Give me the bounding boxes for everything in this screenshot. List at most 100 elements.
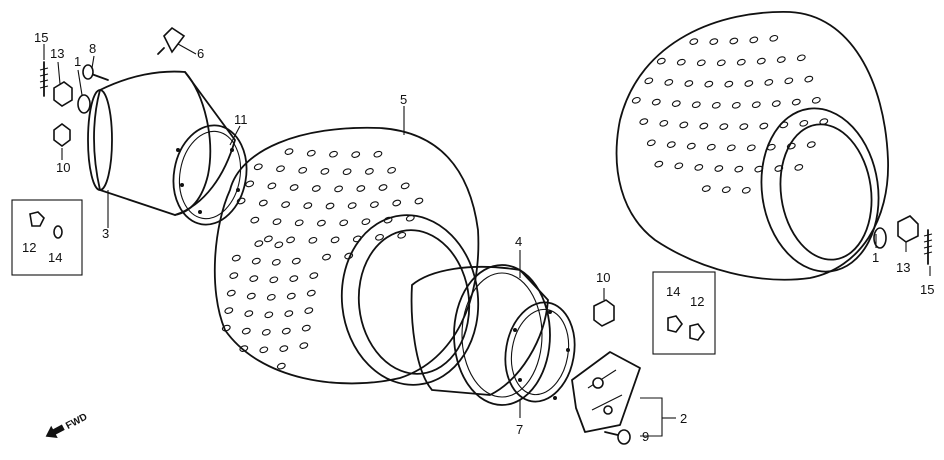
tread-knob (276, 165, 285, 173)
tread-knob (334, 185, 344, 193)
tread-knob (281, 327, 291, 335)
tread-knob (414, 197, 424, 205)
tread-knob (221, 324, 231, 332)
tread-knob (330, 236, 340, 244)
tread-knob (706, 143, 716, 151)
callout-11: 11 (234, 112, 248, 127)
tread-knob (701, 185, 711, 192)
tread-knob (714, 165, 724, 172)
axle-hub-part-3 (87, 70, 236, 216)
callout-8: 8 (89, 41, 96, 56)
tread-knob (306, 289, 316, 297)
tread-knob (656, 57, 666, 65)
tread-knob (674, 162, 684, 170)
tread-knob (309, 272, 319, 279)
tread-knob (731, 101, 741, 109)
arrow-left-icon (45, 424, 65, 439)
tread-knob (306, 149, 316, 157)
tread-knob (726, 144, 736, 152)
tread-knob (347, 202, 357, 209)
tread-knob (246, 292, 256, 300)
tread-knob (352, 235, 362, 243)
tread-knob (361, 218, 371, 226)
washer-part-1-right (873, 227, 887, 249)
tread-knob (721, 186, 731, 194)
tread-knob (676, 58, 686, 66)
tread-knob (746, 144, 756, 152)
tread-knob (811, 96, 821, 104)
tread-knob (289, 184, 299, 191)
tread-knob (383, 216, 393, 224)
valve-part-8 (82, 64, 109, 81)
nut-part-10-right (593, 299, 615, 327)
callout-2: 2 (680, 411, 687, 426)
callout-9: 9 (642, 429, 649, 444)
tread-knob (266, 293, 276, 301)
forward-direction-marker: FWD (45, 412, 89, 439)
tread-knob (704, 80, 714, 88)
tire-tread-pattern-right (631, 34, 829, 194)
tread-knob (691, 101, 701, 109)
callout-12-right: 12 (690, 294, 704, 309)
tread-knob (716, 59, 726, 67)
bolt-part-9 (604, 429, 631, 445)
tread-knob (774, 165, 784, 172)
tread-knob (244, 310, 254, 317)
tread-knob (254, 240, 264, 247)
callout-10-right: 10 (596, 270, 610, 285)
assembled-tire-right (615, 11, 889, 281)
tread-knob (258, 199, 268, 207)
callout-1-right: 1 (872, 250, 879, 265)
tread-knob (776, 56, 786, 63)
tread-knob (796, 54, 806, 62)
tread-knob (259, 346, 269, 354)
tread-knob (749, 36, 759, 44)
tread-knob (651, 98, 661, 106)
tread-knob (351, 151, 361, 158)
cap-nut-part-13-left (53, 81, 73, 107)
tread-knob (253, 163, 263, 171)
tread-knob (264, 311, 274, 319)
tread-knob (271, 258, 281, 266)
callout-13-left: 13 (50, 46, 64, 61)
tread-knob (276, 362, 286, 370)
tread-knob (736, 58, 746, 66)
callout-6: 6 (197, 46, 204, 61)
tread-knob (729, 37, 739, 45)
tread-knob (646, 139, 656, 147)
tread-knob (245, 180, 255, 188)
tread-knob (284, 310, 294, 317)
tread-knob (759, 122, 769, 130)
stud-part-15-left (39, 61, 49, 97)
tread-knob (779, 121, 789, 129)
tread-knob (284, 148, 294, 155)
tread-knob (339, 219, 349, 227)
tread-knob (294, 219, 304, 227)
tread-knob (375, 233, 384, 241)
tread-knob (250, 216, 260, 224)
cap-nut-part-13-right (897, 215, 919, 243)
tread-knob (342, 168, 352, 176)
tread-knob (397, 231, 407, 239)
tread-knob (378, 184, 388, 191)
tread-knob (274, 241, 284, 249)
callout-5: 5 (400, 92, 407, 107)
callout-15-right: 15 (920, 282, 934, 297)
callout-10-left: 10 (56, 160, 70, 175)
tread-knob (734, 165, 744, 173)
tread-knob (299, 342, 309, 349)
tread-knob (744, 80, 754, 87)
callout-4: 4 (515, 234, 522, 249)
tread-knob (764, 79, 774, 86)
callout-3: 3 (102, 226, 109, 241)
tread-knob (769, 34, 779, 42)
tread-knob (751, 101, 761, 109)
tread-knob (709, 38, 719, 45)
tread-knob (766, 143, 776, 151)
tread-knob (786, 142, 796, 150)
tread-knob (400, 182, 410, 190)
tread-knob (756, 57, 766, 65)
washer-part-1-left (77, 94, 91, 114)
callout-7: 7 (516, 422, 523, 437)
tread-knob (741, 186, 751, 194)
